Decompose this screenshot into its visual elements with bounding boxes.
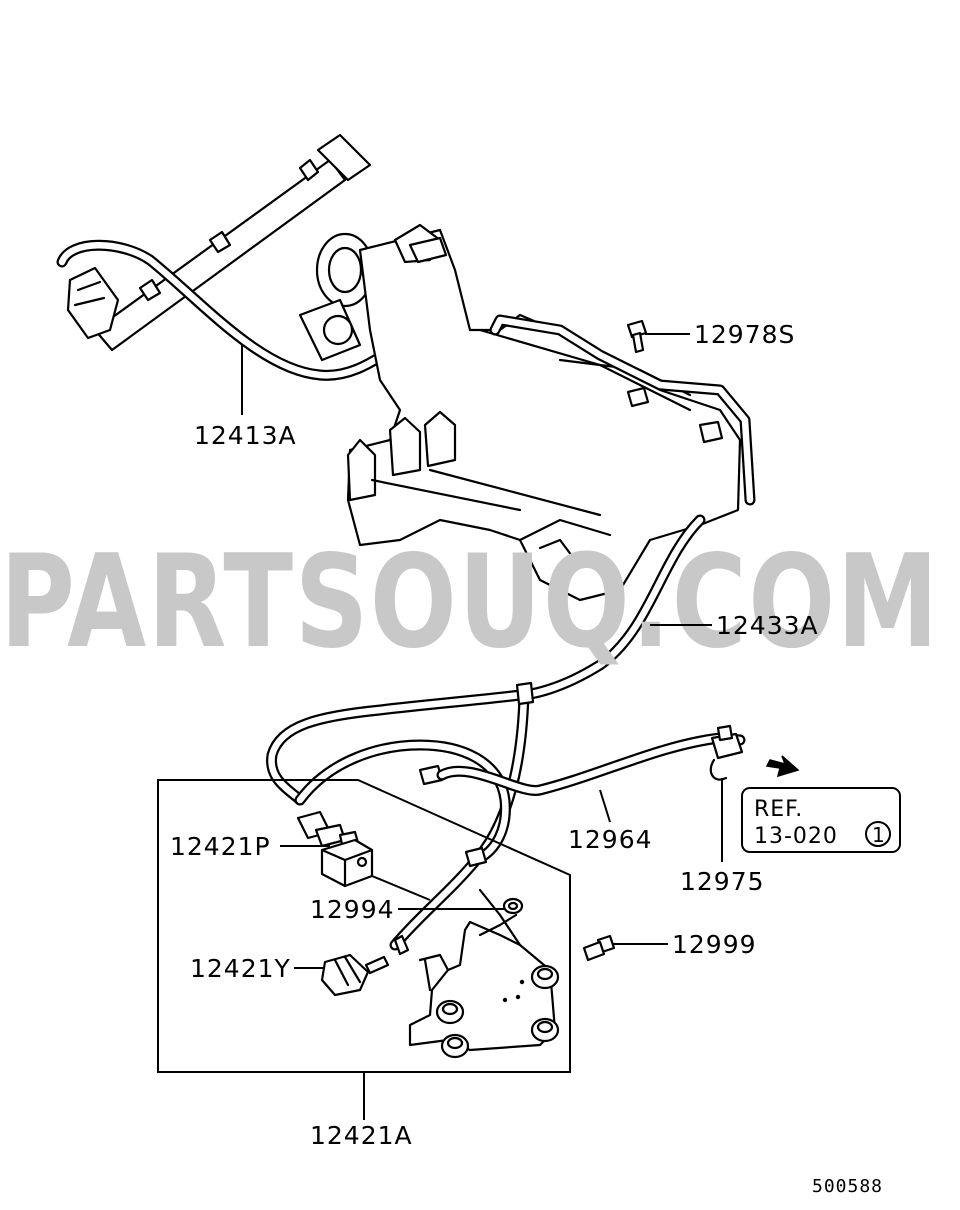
label-12413A[interactable]: 12413A xyxy=(194,421,297,450)
reference-line1: REF. xyxy=(754,797,803,822)
reference-line2: 13-020 xyxy=(754,824,838,849)
vacuum-hose-12433A xyxy=(266,514,706,951)
label-12421P[interactable]: 12421P xyxy=(170,832,271,861)
kit-frame-12421A xyxy=(157,779,571,1073)
label-12978S[interactable]: 12978S xyxy=(694,320,795,349)
label-12975[interactable]: 12975 xyxy=(680,867,765,896)
diagram-code: 500588 xyxy=(812,1176,883,1197)
ref-arrow xyxy=(765,755,800,778)
watermark: PARTSOUQ.COM xyxy=(0,528,940,677)
bracket-drawing xyxy=(393,888,560,1059)
harness-line xyxy=(371,875,431,901)
fuel-rail-drawing xyxy=(66,133,372,352)
leader-lines xyxy=(241,333,723,1120)
label-12421Y[interactable]: 12421Y xyxy=(190,954,291,983)
vacuum-hose-12964 xyxy=(436,732,746,796)
label-12994[interactable]: 12994 xyxy=(310,895,395,924)
reference-box[interactable]: REF. 13-020 1 xyxy=(741,787,901,853)
bolt-12999-drawing xyxy=(582,934,616,962)
label-12421A[interactable]: 12421A xyxy=(310,1121,413,1150)
bolt-12978S-drawing xyxy=(626,319,648,354)
bolt-12994-drawing xyxy=(502,897,524,915)
reference-circled-number: 1 xyxy=(872,823,886,847)
clamp-12975-drawing xyxy=(709,724,744,781)
label-12999[interactable]: 12999 xyxy=(672,930,757,959)
label-12433A[interactable]: 12433A xyxy=(716,611,819,640)
intake-manifold-drawing xyxy=(298,223,756,602)
solenoid-valve-12421P-drawing xyxy=(296,810,374,888)
sensor-12421Y-drawing xyxy=(320,953,390,997)
reference-circle xyxy=(865,821,891,847)
label-12964[interactable]: 12964 xyxy=(568,825,653,854)
